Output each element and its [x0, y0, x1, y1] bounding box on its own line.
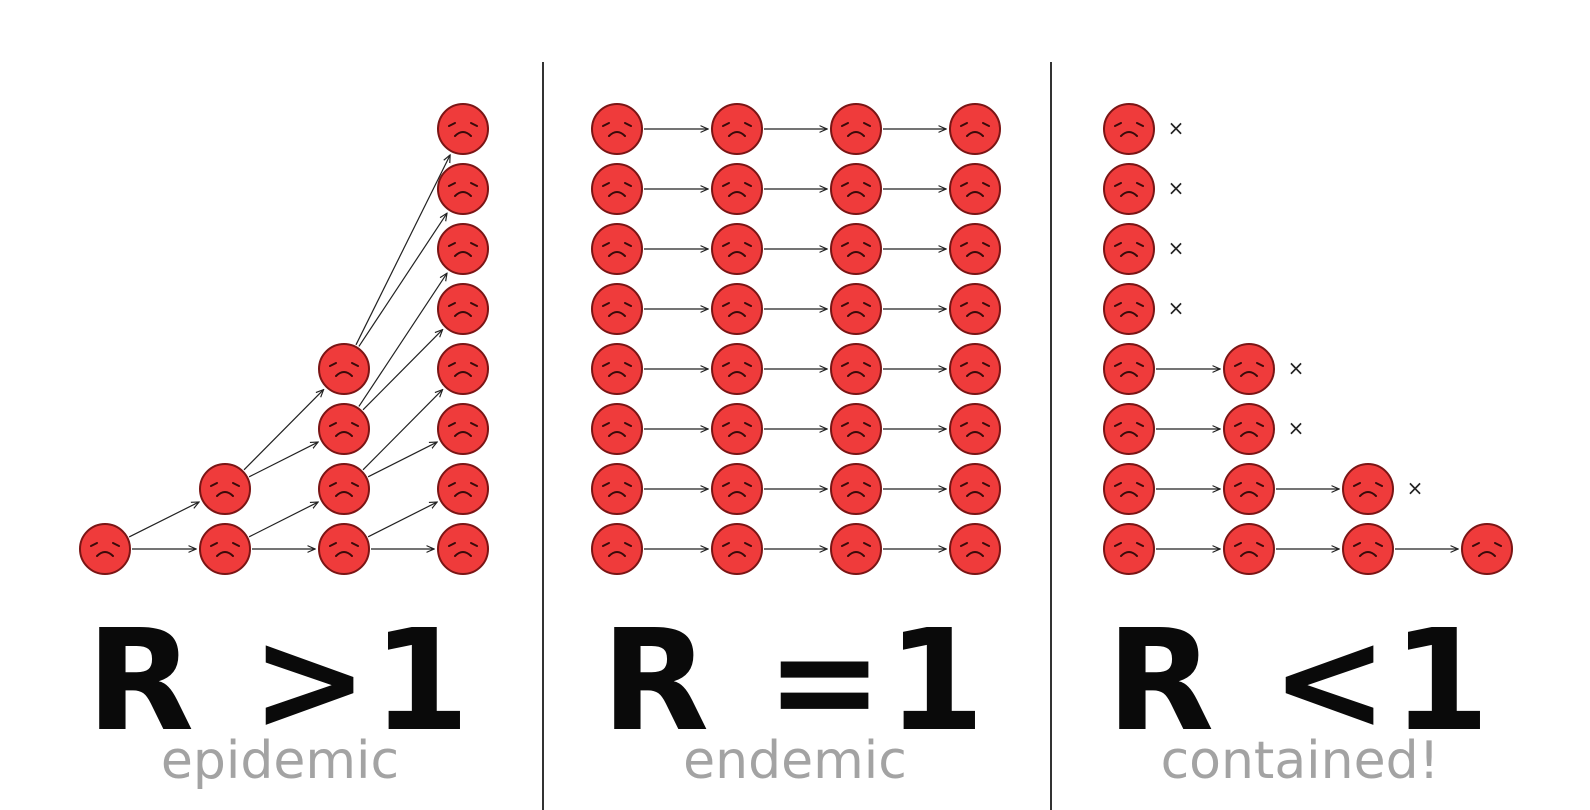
- sad-face-icon: [830, 523, 882, 575]
- arrow-icon: [358, 273, 447, 407]
- sad-face-icon: [591, 343, 643, 395]
- arrow-icon: [367, 442, 437, 478]
- x-mark-icon: ×: [1288, 416, 1305, 440]
- sad-face-icon: [830, 403, 882, 455]
- sad-face-icon: [1223, 403, 1275, 455]
- sad-face-icon: [318, 463, 370, 515]
- sad-face-icon: [949, 403, 1001, 455]
- sublabel-contained: contained!: [1160, 731, 1440, 791]
- sad-face-icon: [949, 343, 1001, 395]
- arrow-icon: [358, 213, 447, 347]
- sad-face-icon: [1342, 463, 1394, 515]
- label-epidemic: R >1: [86, 600, 474, 763]
- x-mark-icon: ×: [1288, 356, 1305, 380]
- sad-face-icon: [1223, 343, 1275, 395]
- arrow-icon: [248, 502, 318, 538]
- sad-face-icon: [591, 523, 643, 575]
- sad-face-icon: [1103, 223, 1155, 275]
- label-endemic: R =1: [601, 600, 989, 763]
- sad-face-icon: [711, 523, 763, 575]
- sad-face-icon: [591, 103, 643, 155]
- sad-face-icon: [830, 343, 882, 395]
- sad-face-icon: [437, 223, 489, 275]
- sad-face-icon: [1103, 403, 1155, 455]
- arrow-icon: [355, 155, 450, 346]
- sad-face-icon: [830, 103, 882, 155]
- x-mark-icon: ×: [1407, 476, 1424, 500]
- sad-face-icon: [949, 463, 1001, 515]
- sad-face-icon: [711, 343, 763, 395]
- sad-face-icon: [830, 283, 882, 335]
- x-mark-icon: ×: [1168, 176, 1185, 200]
- sad-face-icon: [711, 103, 763, 155]
- divider-right: [1050, 62, 1052, 810]
- sad-face-icon: [1103, 463, 1155, 515]
- sad-face-icon: [949, 283, 1001, 335]
- sad-face-icon: [830, 223, 882, 275]
- sad-face-icon: [318, 403, 370, 455]
- label-contained: R <1: [1106, 600, 1494, 763]
- sad-face-icon: [1342, 523, 1394, 575]
- sad-face-icon: [437, 403, 489, 455]
- sad-face-icon: [949, 163, 1001, 215]
- sad-face-icon: [1103, 523, 1155, 575]
- sad-face-icon: [830, 163, 882, 215]
- sad-face-icon: [437, 103, 489, 155]
- sad-face-icon: [591, 283, 643, 335]
- sad-face-icon: [318, 343, 370, 395]
- sad-face-icon: [1103, 343, 1155, 395]
- sad-face-icon: [711, 223, 763, 275]
- x-mark-icon: ×: [1168, 296, 1185, 320]
- sad-face-icon: [199, 523, 251, 575]
- sad-face-icon: [711, 163, 763, 215]
- sad-face-icon: [1223, 523, 1275, 575]
- divider-left: [542, 62, 544, 810]
- x-mark-icon: ×: [1168, 236, 1185, 260]
- sad-face-icon: [1103, 163, 1155, 215]
- sad-face-icon: [437, 283, 489, 335]
- sad-face-icon: [1461, 523, 1513, 575]
- sad-face-icon: [437, 463, 489, 515]
- sad-face-icon: [199, 463, 251, 515]
- sad-face-icon: [591, 403, 643, 455]
- sad-face-icon: [1223, 463, 1275, 515]
- arrow-icon: [362, 390, 443, 471]
- sad-face-icon: [437, 523, 489, 575]
- sad-face-icon: [711, 283, 763, 335]
- sad-face-icon: [437, 343, 489, 395]
- sad-face-icon: [949, 223, 1001, 275]
- arrow-icon: [362, 330, 443, 411]
- sad-face-icon: [591, 163, 643, 215]
- sad-face-icon: [1103, 103, 1155, 155]
- arrow-icon: [128, 502, 199, 538]
- sad-face-icon: [949, 103, 1001, 155]
- sad-face-icon: [711, 403, 763, 455]
- x-mark-icon: ×: [1168, 116, 1185, 140]
- sad-face-icon: [949, 523, 1001, 575]
- arrow-icon: [248, 442, 318, 478]
- sad-face-icon: [591, 223, 643, 275]
- sad-face-icon: [1103, 283, 1155, 335]
- sublabel-endemic: endemic: [683, 731, 907, 791]
- sad-face-icon: [591, 463, 643, 515]
- arrow-icon: [243, 390, 324, 471]
- sad-face-icon: [711, 463, 763, 515]
- arrow-icon: [367, 502, 437, 538]
- sad-face-icon: [318, 523, 370, 575]
- sad-face-icon: [437, 163, 489, 215]
- sad-face-icon: [79, 523, 131, 575]
- sad-face-icon: [830, 463, 882, 515]
- sublabel-epidemic: epidemic: [160, 731, 400, 791]
